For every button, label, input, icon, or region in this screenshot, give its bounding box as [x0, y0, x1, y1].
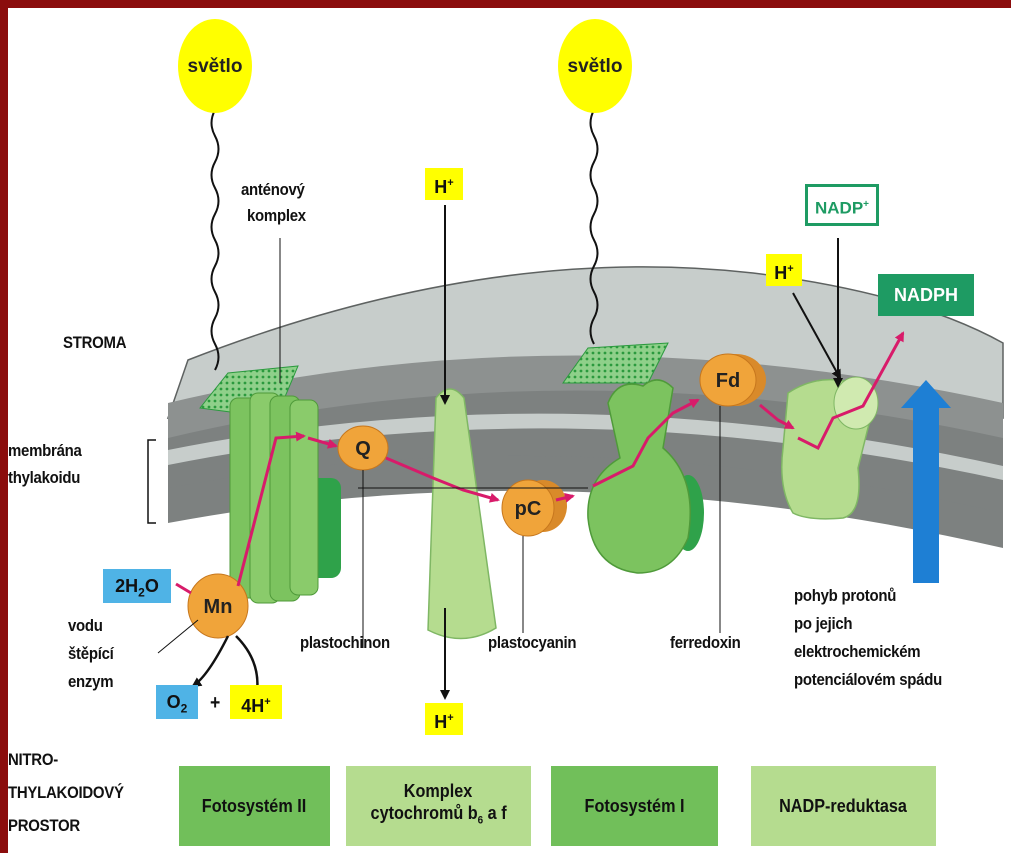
pc-label: pC: [515, 498, 542, 520]
h-plus-bottom: H+: [425, 703, 463, 735]
lumen-label-line2: THYLAKOIDOVÝ: [8, 783, 124, 803]
q-label: Q: [355, 438, 371, 460]
four-h-plus: 4H+: [230, 685, 282, 719]
o2-arrow: [193, 636, 228, 686]
h-plus-top: H+: [425, 168, 463, 200]
proton-motion-line1: pohyb protonů: [794, 586, 896, 606]
enzyme-label-line1: vodu: [68, 616, 103, 636]
h-plus-right: H+: [766, 254, 802, 286]
plastoquinone-label: plastochinon: [300, 633, 390, 653]
proton-motion-line4: potenciálovém spádu: [794, 670, 942, 690]
water-to-mn-line: [176, 584, 191, 593]
lumen-label-line3: PROSTOR: [8, 816, 80, 836]
nadph: NADPH: [878, 274, 974, 316]
stroma-label: STROMA: [63, 333, 126, 353]
light-label-2: světlo: [568, 56, 623, 77]
lumen-label-line1: NITRO-: [8, 750, 58, 770]
plus-sign: +: [210, 693, 220, 713]
plastocyanin-label: plastocyanin: [488, 633, 576, 653]
enzyme-label-line3: enzym: [68, 672, 113, 692]
antenna-label-line1: anténový: [241, 180, 305, 200]
proton-motion-line2: po jejich: [794, 614, 852, 634]
water-2h2o: 2H2O: [103, 569, 171, 603]
photosynthesis-diagram: světlo světlo Q pC Fd Mn: [8, 8, 1011, 853]
fd-label: Fd: [716, 370, 740, 392]
membrane-bracket: [148, 440, 156, 523]
enzyme-pointer: [158, 620, 198, 653]
antenna-label-line2: komplex: [247, 206, 306, 226]
mn-label: Mn: [204, 596, 233, 618]
legend-photosystem-i: Fotosystém I: [551, 766, 718, 846]
nadp-plus: NADP+: [805, 184, 879, 226]
light-label-1: světlo: [188, 56, 243, 77]
legend-nadp-reductase: NADP-reduktasa: [751, 766, 936, 846]
membrane-label-line1: membrána: [8, 441, 82, 461]
legend-cytochrome-b6f: Komplex cytochromů b6 a f: [346, 766, 531, 846]
legend-photosystem-ii: Fotosystém II: [179, 766, 330, 846]
ferredoxin-label: ferredoxin: [670, 633, 741, 653]
proton-motion-line3: elektrochemickém: [794, 642, 920, 662]
light-wave-1: [212, 110, 219, 370]
enzyme-label-line2: štěpící: [68, 644, 114, 664]
oxygen-o2: O2: [156, 685, 198, 719]
membrane-label-line2: thylakoidu: [8, 468, 80, 488]
diagram-canvas: světlo světlo Q pC Fd Mn: [8, 8, 1011, 853]
